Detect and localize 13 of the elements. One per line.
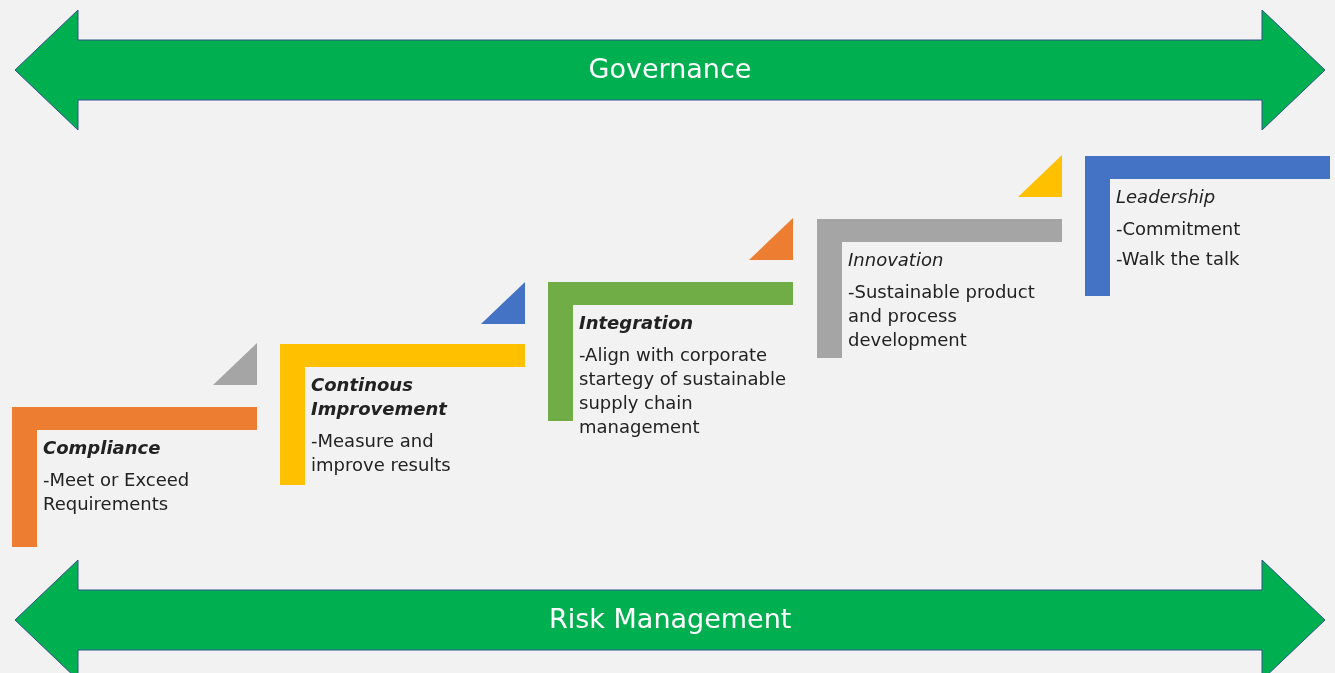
step-description: -Sustainable product and process development <box>848 280 1036 352</box>
step-heading: Continous Improvement <box>311 373 449 421</box>
band-label: Risk Management <box>549 603 792 634</box>
step-description: -Commitment <box>1116 217 1242 241</box>
step-heading: Leadership <box>1116 185 1217 209</box>
step-description: -Meet or Exceed Requirements <box>43 468 191 516</box>
step-description: -Align with corporate startegy of sustainable supply chain management <box>579 343 788 439</box>
step-heading: Compliance <box>43 436 162 460</box>
step-heading: Innovation <box>848 248 945 272</box>
step-heading: Integration <box>579 311 695 335</box>
step-description: -Measure and improve results <box>311 429 452 477</box>
band-label: Governance <box>588 53 752 84</box>
step-description: -Walk the talk <box>1116 247 1241 271</box>
